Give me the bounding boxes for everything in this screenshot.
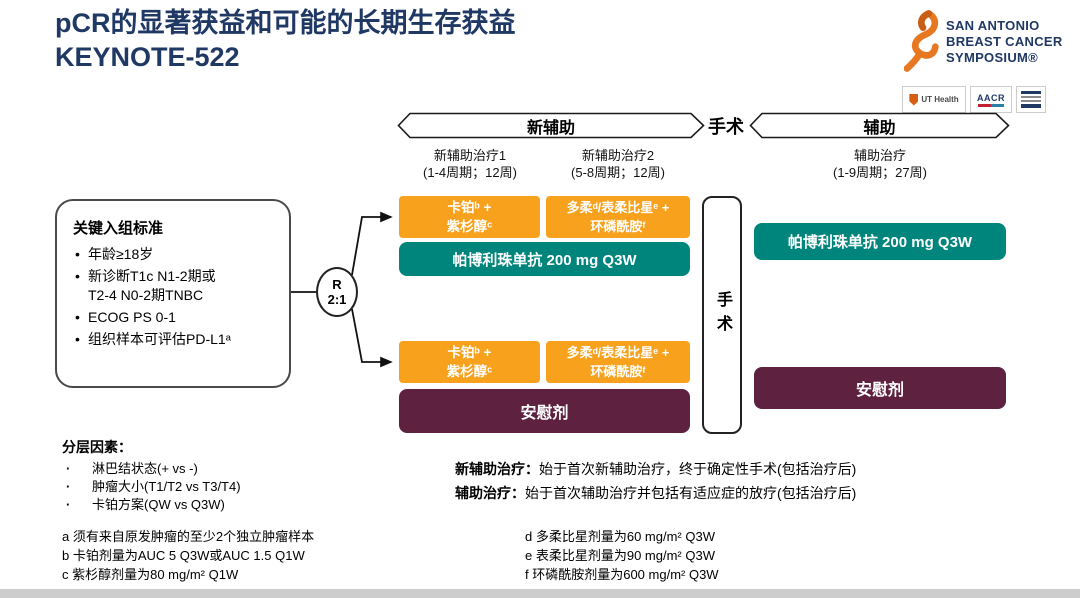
box-anthracycline-cyclophosphamide-pembro-arm: 多柔ᵈ/表柔比星ᵉ + 环磷酰胺ᶠ xyxy=(546,196,690,238)
stratification-list: 淋巴结状态(+ vs -) 肿瘤大小(T1/T2 vs T3/T4) 卡铂方案(… xyxy=(62,460,241,514)
stratification-item: 卡铂方案(QW vs Q3W) xyxy=(62,496,241,514)
definition-label: 新辅助治疗： xyxy=(455,461,539,477)
stratification-section: 分层因素： 淋巴结状态(+ vs -) 肿瘤大小(T1/T2 vs T3/T4)… xyxy=(62,437,241,514)
eligibility-list: 年龄≥18岁 新诊断T1c N1-2期或 T2-4 N0-2期TNBC ECOG… xyxy=(73,245,279,349)
definitions-section: 新辅助治疗：始于首次新辅助治疗，终于确定性手术(包括治疗后) 辅助治疗：始于首次… xyxy=(455,457,856,505)
neoadjuvant-banner-shape xyxy=(397,112,705,139)
bottom-bar xyxy=(0,589,1080,598)
footnote: c 紫杉醇剂量为80 mg/m² Q1W xyxy=(62,567,239,582)
phase-label-surgery: 手术 xyxy=(708,116,744,137)
stratification-title: 分层因素： xyxy=(62,439,132,455)
stratification-item: 肿瘤大小(T1/T2 vs T3/T4) xyxy=(62,478,241,496)
subphase-adjuvant: 辅助治疗 (1-9周期；27周) xyxy=(833,148,927,180)
subphase-neoadjuvant-2: 新辅助治疗2 (5-8周期；12周) xyxy=(571,148,665,180)
partner-logos: UT Health AACR xyxy=(902,86,1046,113)
randomization-circle: R 2:1 xyxy=(316,267,358,317)
footnote: a 须有来自原发肿瘤的至少2个独立肿瘤样本 xyxy=(62,529,315,544)
phase-banner-adjuvant: 辅助 xyxy=(749,112,1010,139)
uthealth-logo: UT Health xyxy=(902,86,966,113)
definition-label: 辅助治疗： xyxy=(455,485,525,501)
adjuvant-banner-shape xyxy=(749,112,1010,139)
box-placebo-adjuvant: 安慰剂 xyxy=(754,367,1006,409)
phase-banner-neoadjuvant: 新辅助 xyxy=(397,112,705,139)
footnotes-left: a 须有来自原发肿瘤的至少2个独立肿瘤样本 b 卡铂剂量为AUC 5 Q3W或A… xyxy=(62,527,314,584)
sabcs-line-1: SAN ANTONIO xyxy=(946,18,1040,33)
box-placebo-neoadjuvant: 安慰剂 xyxy=(399,389,690,433)
randomization-letter: R xyxy=(332,277,342,292)
adjuvant-banner-label: 辅助 xyxy=(863,119,896,137)
eligibility-title: 关键入组标准 xyxy=(73,220,164,237)
eligibility-box: 关键入组标准 年龄≥18岁 新诊断T1c N1-2期或 T2-4 N0-2期TN… xyxy=(55,199,291,388)
eligibility-item: 新诊断T1c N1-2期或 T2-4 N0-2期TNBC xyxy=(73,267,279,305)
box-anthracycline-cyclophosphamide-placebo-arm: 多柔ᵈ/表柔比星ᵉ + 环磷酰胺ᶠ xyxy=(546,341,690,383)
definition-adjuvant: 辅助治疗：始于首次辅助治疗并包括有适应症的放疗(包括治疗后) xyxy=(455,481,856,505)
footnote: f 环磷酰胺剂量为600 mg/m² Q3W xyxy=(525,567,719,582)
box-pembrolizumab-neoadjuvant: 帕博利珠单抗 200 mg Q3W xyxy=(399,242,690,276)
title-line-1: pCR的显著获益和可能的长期生存获益 xyxy=(55,8,516,38)
neoadjuvant-banner-label: 新辅助 xyxy=(526,119,575,137)
sabcs-logo-text: SAN ANTONIO BREAST CANCER SYMPOSIUM® xyxy=(946,18,1063,66)
subphase-neoadjuvant-1: 新辅助治疗1 (1-4周期；12周) xyxy=(423,148,517,180)
slide-title: pCR的显著获益和可能的长期生存获益 KEYNOTE-522 xyxy=(55,6,516,74)
stratification-item: 淋巴结状态(+ vs -) xyxy=(62,460,241,478)
definition-text: 始于首次新辅助治疗，终于确定性手术(包括治疗后) xyxy=(539,461,857,477)
sabcs-logo: SAN ANTONIO BREAST CANCER SYMPOSIUM® UT … xyxy=(900,6,1076,118)
eligibility-item: 组织样本可评估PD-L1ᵃ xyxy=(73,330,279,349)
footnote: e 表柔比星剂量为90 mg/m² Q3W xyxy=(525,548,715,563)
ribbon-icon xyxy=(904,10,939,72)
eligibility-item: ECOG PS 0-1 xyxy=(73,308,279,327)
footnote: b 卡铂剂量为AUC 5 Q3W或AUC 1.5 Q1W xyxy=(62,548,305,563)
title-line-2: KEYNOTE-522 xyxy=(55,42,240,72)
aacr-label: AACR xyxy=(977,92,1005,103)
box-pembrolizumab-adjuvant: 帕博利珠单抗 200 mg Q3W xyxy=(754,223,1006,260)
footnote: d 多柔比星剂量为60 mg/m² Q3W xyxy=(525,529,715,544)
partner-logo-3-icon xyxy=(1021,91,1041,108)
definition-neoadjuvant: 新辅助治疗：始于首次新辅助治疗，终于确定性手术(包括治疗后) xyxy=(455,457,856,481)
randomization-ratio: 2:1 xyxy=(327,292,347,307)
surgery-box: 手术 xyxy=(702,196,742,434)
box-carboplatin-paclitaxel-pembro-arm: 卡铂ᵇ + 紫杉醇ᶜ xyxy=(399,196,540,238)
aacr-bar-icon xyxy=(978,103,1004,107)
aacr-logo: AACR xyxy=(970,86,1012,113)
sabcs-line-3: SYMPOSIUM® xyxy=(946,50,1039,65)
definition-text: 始于首次辅助治疗并包括有适应症的放疗(包括治疗后) xyxy=(525,485,857,501)
eligibility-item: 年龄≥18岁 xyxy=(73,245,279,264)
uthealth-label: UT Health xyxy=(921,95,959,104)
footnotes-right: d 多柔比星剂量为60 mg/m² Q3W e 表柔比星剂量为90 mg/m² … xyxy=(525,527,719,584)
partner-logo-3 xyxy=(1016,86,1046,113)
box-carboplatin-paclitaxel-placebo-arm: 卡铂ᵇ + 紫杉醇ᶜ xyxy=(399,341,540,383)
uthealth-shield-icon xyxy=(909,93,919,106)
sabcs-line-2: BREAST CANCER xyxy=(946,34,1063,49)
